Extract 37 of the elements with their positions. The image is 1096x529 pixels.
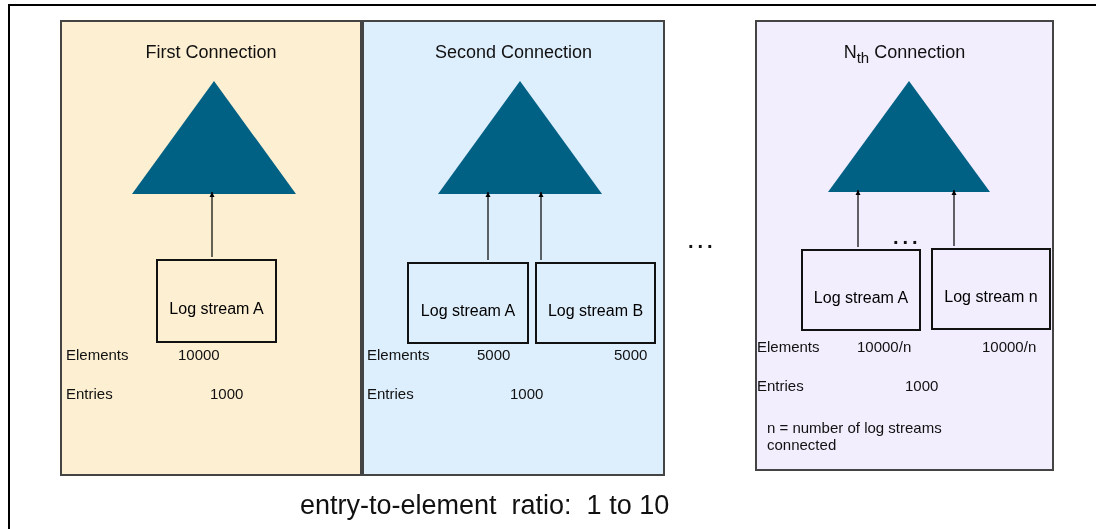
value-label: Entries — [66, 385, 113, 402]
triangle-shape — [828, 81, 990, 192]
triangle-shape — [132, 81, 296, 194]
value-label: 10000/n — [982, 338, 1037, 355]
ellipsis: ... — [893, 226, 922, 249]
arrow — [951, 189, 957, 247]
panel-title: Second Connection — [433, 42, 594, 63]
note: n = number of log streams connected — [767, 419, 943, 453]
triangle-shape — [438, 81, 602, 194]
connection-panel — [755, 20, 1054, 471]
value-label: 5000 — [614, 346, 648, 363]
value-label: Elements — [757, 338, 820, 355]
panel-title: First Connection — [144, 42, 278, 63]
arrow — [855, 189, 861, 248]
value-label: 1000 — [210, 385, 244, 402]
value-label: Elements — [367, 346, 430, 363]
value-label: 1000 — [510, 385, 544, 402]
value-label: Entries — [757, 377, 804, 394]
value-label: 5000 — [477, 346, 511, 363]
log-stream-box: Log stream B — [535, 262, 656, 344]
footer-caption: entry-to-element ratio: 1 to 10 — [300, 490, 670, 521]
arrow — [485, 191, 491, 261]
value-label: Entries — [367, 385, 414, 402]
value-label: 1000 — [905, 377, 939, 394]
log-stream-box: Log stream A — [156, 259, 277, 343]
connection-panel — [60, 20, 362, 476]
connection-panel — [362, 20, 665, 476]
value-label: 10000 — [178, 346, 220, 363]
ellipsis: ... — [688, 230, 717, 253]
panel-title: N$_{th}$ Connection — [842, 42, 967, 66]
value-label: Elements — [66, 346, 129, 363]
arrow — [538, 191, 544, 261]
arrow — [209, 191, 215, 258]
value-label: 10000/n — [857, 338, 912, 355]
log-stream-box: Log stream n — [931, 248, 1051, 330]
log-stream-box: Log stream A — [801, 249, 921, 331]
log-stream-box: Log stream A — [407, 262, 529, 344]
